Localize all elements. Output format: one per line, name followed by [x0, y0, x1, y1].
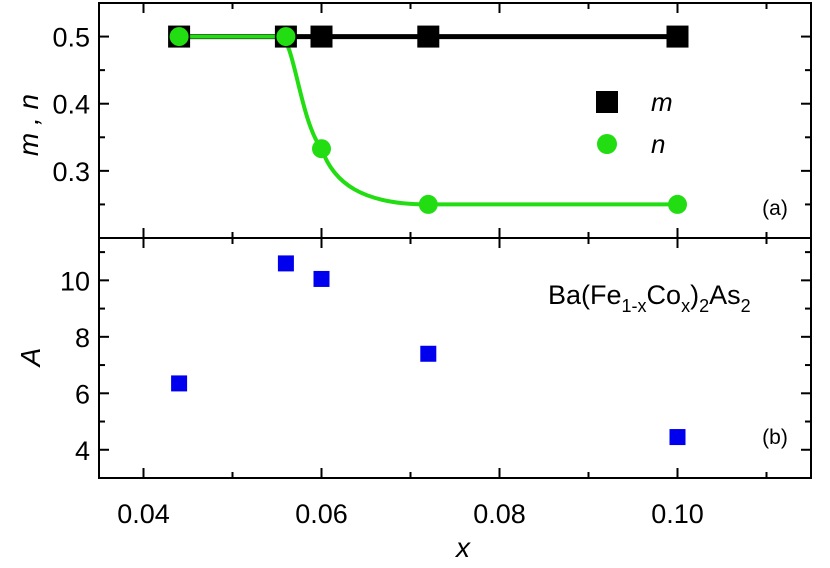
panel-label-b: (b) — [762, 426, 788, 449]
panel-b-frame — [98, 237, 812, 479]
legend-label-n: n — [651, 129, 665, 159]
legend-marker-n — [597, 134, 617, 154]
x-tick-label: 0.08 — [473, 499, 526, 529]
y-tick-label-b: 6 — [75, 379, 90, 409]
series-n-point — [312, 139, 331, 159]
legend-label-m: m — [651, 87, 673, 117]
y-axis-title-bottom: A — [15, 348, 46, 369]
series-A-point — [277, 255, 294, 272]
markers-layer — [168, 25, 689, 446]
series-m-point — [417, 25, 440, 48]
series-A-point — [171, 375, 188, 392]
series-m-point — [666, 25, 689, 48]
y-tick-label-b: 4 — [75, 436, 90, 466]
y-axis-title-top: m , n — [13, 94, 44, 156]
y-tick-label-b: 10 — [60, 266, 90, 296]
series-m-point — [310, 25, 333, 48]
x-tick-label: 0.06 — [295, 499, 348, 529]
series-n-point — [668, 194, 687, 214]
legend: m n — [596, 87, 673, 159]
x-tick-label: 0.04 — [117, 499, 170, 529]
series-n-point — [169, 27, 189, 47]
x-tick-label: 0.10 — [651, 499, 704, 529]
legend-marker-m — [596, 91, 618, 113]
series-n-fit-curve — [179, 34, 678, 207]
series-n-point — [276, 27, 296, 47]
series-n-point — [418, 194, 438, 214]
y-tick-label-a: 0.4 — [52, 90, 90, 120]
series-A-point — [669, 429, 686, 446]
panel-label-a: (a) — [762, 197, 788, 220]
x-axis-title: x — [454, 532, 471, 563]
y-tick-label-b: 8 — [75, 323, 90, 353]
formula-annotation: Ba(Fe1-xCox)2As2 — [548, 280, 751, 316]
series-A-point — [420, 345, 437, 362]
y-tick-label-a: 0.3 — [52, 157, 90, 187]
ticks-layer: 0.04 0.06 0.08 0.10 0.3 0.4 0.5 4 6 8 10 — [52, 3, 811, 529]
series-A-point — [313, 270, 330, 287]
y-tick-label-a: 0.5 — [52, 23, 90, 53]
lines-layer — [179, 34, 678, 207]
